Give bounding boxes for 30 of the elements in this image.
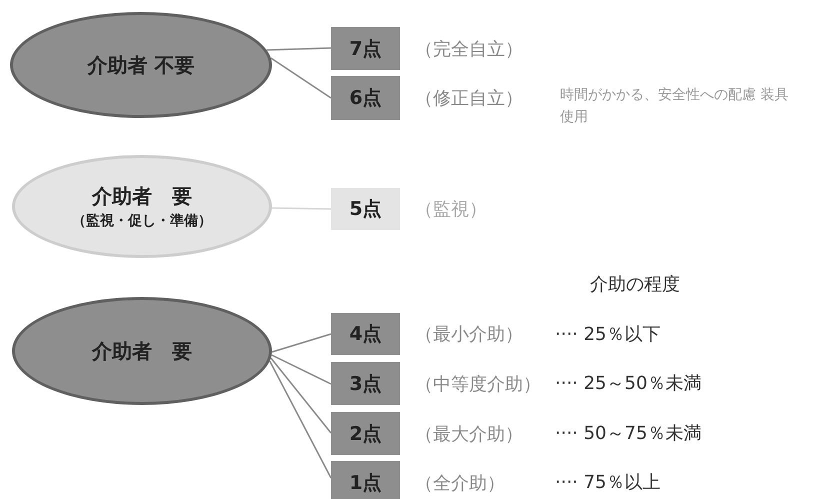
score-box: 4点 [331,313,400,355]
column-heading: 介助の程度 [590,273,680,296]
score-description: （完全自立） [415,38,523,60]
node-label: 介助者 不要 [88,52,194,78]
score-box: 5点 [331,188,400,230]
score-description: （最大介助） [415,422,523,446]
score-box: 6点 [331,76,400,120]
note-text: 時間がかかる、安全性への配慮 装具使用 [560,86,790,127]
assistance-percentage: ···· 25％以下 [555,323,661,346]
score-description: （修正自立） [415,87,523,110]
connector-line [272,333,332,353]
score-box: 2点 [331,412,400,455]
assistance-percentage: ···· 50～75％未満 [555,422,702,445]
score-box: 7点 [331,27,400,70]
assistance-percentage: ···· 25～50％未満 [555,372,702,395]
connector-line [272,207,332,210]
connector-line [270,358,332,434]
score-box: 3点 [331,362,400,405]
connector-line [271,354,332,385]
score-box: 1点 [331,461,400,499]
score-description: （全介助） [415,472,505,494]
score-description: （最小介助） [415,323,523,346]
score-description: （監視） [415,198,487,221]
connector-line [270,57,332,99]
node-label: 介助者 要 [92,338,192,364]
node-label: （監視・促し・準備） [72,212,212,230]
assistance-percentage: ···· 75％以上 [555,471,661,494]
node-label: 介助者 要 [92,183,192,210]
connector-line [269,360,332,478]
score-description: （中等度介助） [415,372,541,396]
